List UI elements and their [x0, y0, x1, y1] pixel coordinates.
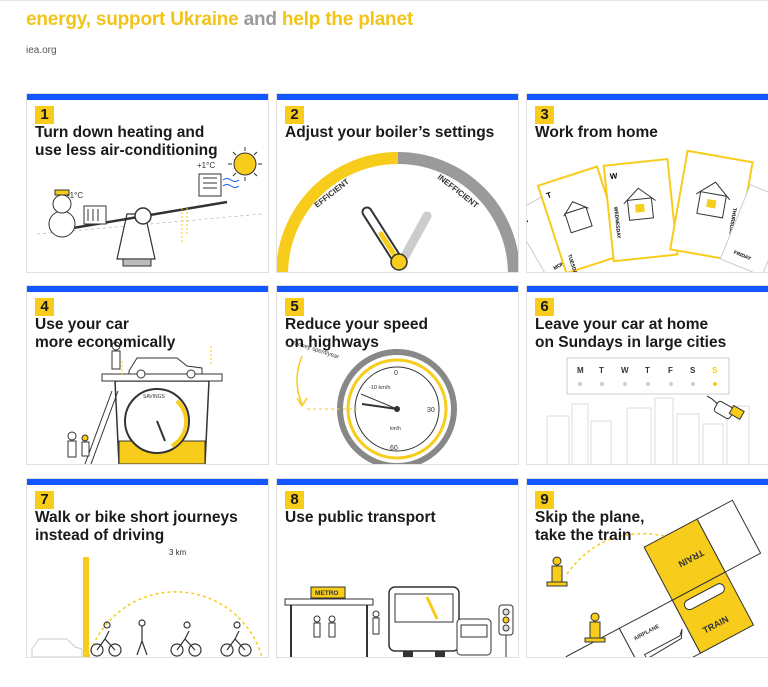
- card-boiler-settings: EFFICIENT INEFFICIENT 2Adjust your boile…: [276, 93, 519, 273]
- card-number: 8: [285, 491, 304, 509]
- card-title: Adjust your boiler’s settings: [285, 124, 495, 141]
- day-label: S: [712, 366, 718, 375]
- card-title: Work from home: [535, 124, 658, 141]
- top-divider: [0, 0, 768, 1]
- card-title: Leave your car at home on Sundays in lar…: [535, 316, 727, 351]
- card-number: 3: [535, 106, 554, 124]
- speed-minus-label: -10 km/h: [369, 385, 390, 391]
- card-number: 4: [35, 298, 54, 316]
- card-title: Walk or bike short journeys instead of d…: [35, 509, 238, 544]
- card-top-bar: [527, 286, 768, 292]
- card-reduce-speed: 0 30 60 -10 km/h km/h money spent/year 5…: [276, 285, 519, 465]
- card-heading: 5Reduce your speed on highways: [285, 298, 514, 352]
- speedometer-illustration: 0 30 60 -10 km/h km/h money spent/year: [292, 340, 457, 464]
- card-title: Reduce your speed on highways: [285, 316, 428, 351]
- card-number: 9: [535, 491, 554, 509]
- speed-thirty-label: 30: [427, 407, 435, 414]
- card-top-bar: [27, 479, 268, 485]
- boiler-gauge-illustration: EFFICIENT INEFFICIENT: [277, 152, 518, 272]
- day-label: T: [599, 366, 604, 375]
- scale-label: SAVINGS: [143, 394, 166, 400]
- card-heading: 3Work from home: [535, 106, 764, 142]
- speed-zero-label: 0: [394, 370, 398, 377]
- card-letter-t: T: [545, 190, 553, 200]
- card-number: 2: [285, 106, 304, 124]
- card-heading: 4Use your car more economically: [35, 298, 264, 352]
- metro-sign-label: METRO: [315, 590, 338, 597]
- card-skip-the-plane: TRAIN TRAIN AIRPLANE 9Skip the plane, ta…: [526, 478, 768, 658]
- title-part-2: and: [238, 9, 282, 30]
- city-calendar-illustration: M T W T F S S: [546, 357, 750, 464]
- card-top-bar: [277, 94, 518, 100]
- card-number: 6: [535, 298, 554, 316]
- walk-bike-illustration: 3 km: [31, 548, 263, 657]
- page-title: energy, support Ukraine and help the pla…: [26, 9, 413, 31]
- card-top-bar: [277, 286, 518, 292]
- speed-sixty-label: 60: [390, 445, 398, 452]
- card-number: 5: [285, 298, 304, 316]
- card-number: 1: [35, 106, 54, 124]
- card-top-bar: [27, 286, 268, 292]
- card-number: 7: [35, 491, 54, 509]
- board-game-illustration: TRAIN TRAIN AIRPLANE: [546, 499, 762, 657]
- card-car-free-sundays: M T W T F S S 6Leave your car at home on…: [526, 285, 768, 465]
- public-transport-illustration: METRO: [284, 586, 514, 657]
- car-on-scale-illustration: SAVINGS: [67, 341, 223, 464]
- wednesday-label: WEDNESDAY: [612, 206, 621, 239]
- thermostat-seesaw-illustration: -1°C +1°C: [36, 147, 263, 267]
- hot-temp-label: +1°C: [197, 161, 215, 170]
- cold-temp-label: -1°C: [67, 191, 83, 200]
- day-label: W: [621, 366, 629, 375]
- card-top-bar: [27, 94, 268, 100]
- thursday-label: THURSDAY: [727, 207, 738, 236]
- card-heading: 7Walk or bike short journeys instead of …: [35, 491, 264, 545]
- day-label: F: [668, 366, 673, 375]
- day-label: S: [690, 366, 696, 375]
- day-label: T: [645, 366, 650, 375]
- card-title: Turn down heating and use less air-condi…: [35, 124, 218, 159]
- card-title: Use public transport: [285, 509, 436, 526]
- card-letter-w: W: [609, 171, 618, 181]
- card-car-economy: SAVINGS 4Use your car more economically: [26, 285, 269, 465]
- card-turn-down-heating: -1°C +1°C 1Turn down heating and use les…: [26, 93, 269, 273]
- card-walk-or-bike: 3 km 7Walk or bike short journeys instea…: [26, 478, 269, 658]
- card-heading: 8Use public transport: [285, 491, 514, 527]
- day-label: M: [577, 366, 584, 375]
- card-heading: 1Turn down heating and use less air-cond…: [35, 106, 264, 160]
- card-heading: 9Skip the plane, take the train: [535, 491, 764, 545]
- title-part-3: help the planet: [281, 9, 413, 30]
- card-heading: 6Leave your car at home on Sundays in la…: [535, 298, 764, 352]
- title-part-1: energy, support Ukraine: [26, 9, 239, 30]
- distance-label: 3 km: [169, 548, 187, 557]
- source-label: iea.org: [26, 45, 57, 56]
- card-title: Skip the plane, take the train: [535, 509, 645, 544]
- card-top-bar: [527, 94, 768, 100]
- card-public-transport: METRO 8Use public transport: [276, 478, 519, 658]
- card-top-bar: [277, 479, 518, 485]
- speed-unit-label: km/h: [390, 426, 401, 432]
- card-heading: 2Adjust your boiler’s settings: [285, 106, 514, 142]
- card-top-bar: [527, 479, 768, 485]
- card-title: Use your car more economically: [35, 316, 176, 351]
